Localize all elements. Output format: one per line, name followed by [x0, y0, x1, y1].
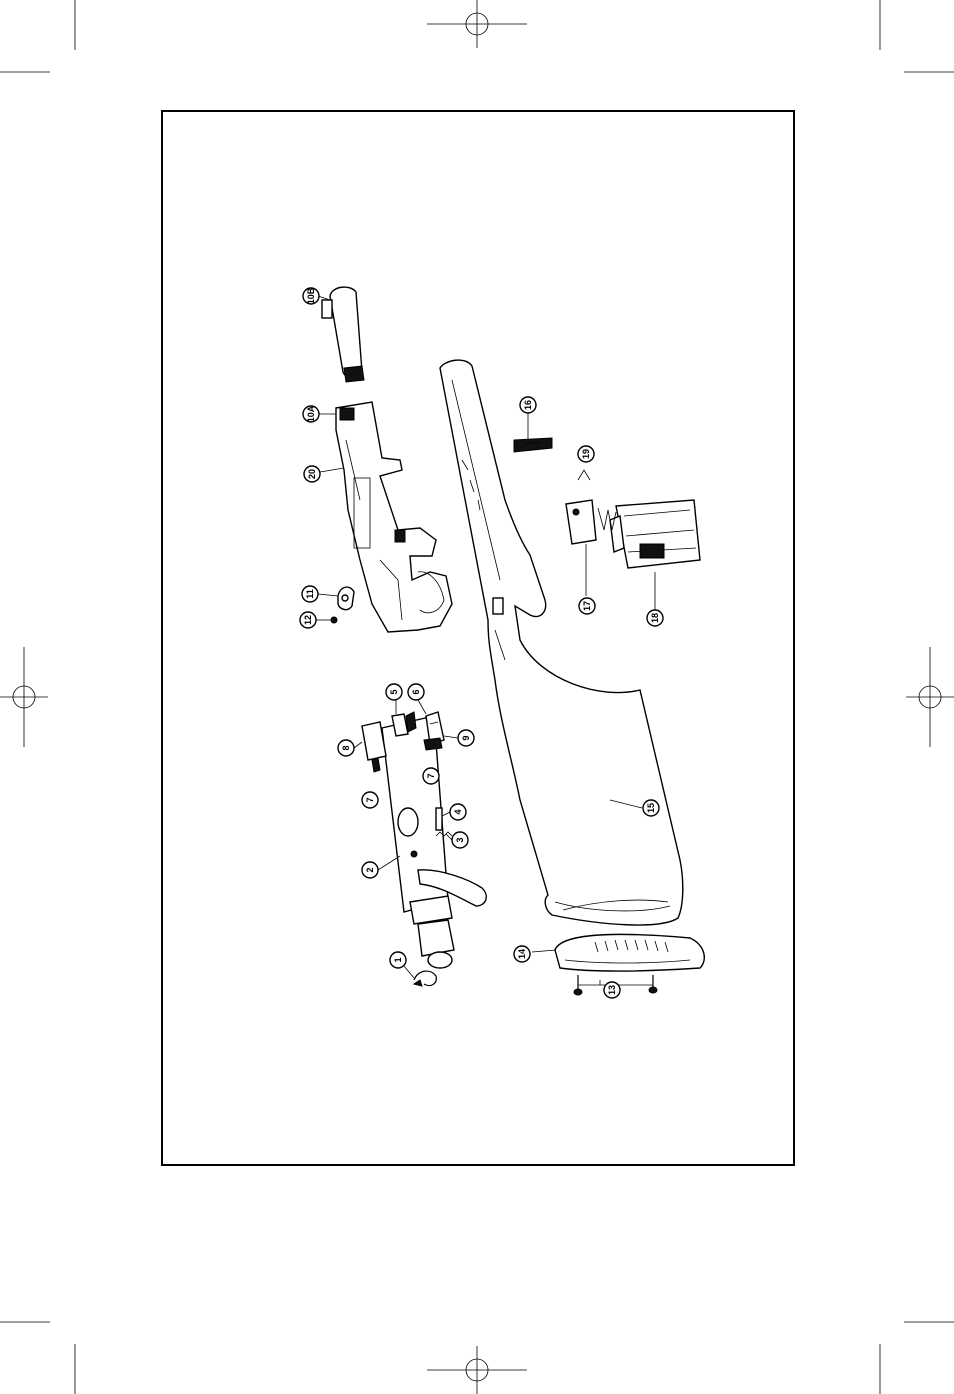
callout-9: 9 — [458, 730, 474, 746]
svg-text:18: 18 — [650, 613, 660, 623]
follower-part — [566, 500, 616, 544]
callout-18: 18 — [647, 610, 663, 626]
svg-text:14: 14 — [517, 949, 527, 959]
registration-mark-right — [906, 647, 954, 747]
svg-text:6: 6 — [411, 689, 421, 694]
svg-text:9: 9 — [461, 735, 471, 740]
callout-10b: 10B — [303, 287, 319, 304]
callout-8: 8 — [338, 740, 354, 756]
svg-text:5: 5 — [389, 689, 399, 694]
callout-2: 2 — [362, 862, 378, 878]
bolt-part — [382, 716, 486, 968]
magazine-part — [610, 500, 700, 568]
registration-mark-top — [427, 0, 527, 48]
callout-11: 11 — [302, 586, 318, 602]
svg-text:7: 7 — [426, 773, 436, 778]
callout-5: 5 — [386, 684, 402, 700]
callout-13: 13 — [604, 982, 620, 998]
callout-1: 1 — [390, 952, 406, 968]
callout-4: 4 — [450, 804, 466, 820]
svg-text:17: 17 — [582, 601, 592, 611]
svg-text:16: 16 — [523, 400, 533, 410]
guard-screw-part — [514, 438, 552, 452]
callout-14: 14 — [514, 946, 530, 962]
svg-text:15: 15 — [646, 803, 656, 813]
bolt-tube-part — [322, 287, 364, 382]
registration-mark-bottom — [427, 1346, 527, 1394]
svg-text:19: 19 — [581, 449, 591, 459]
callout-7-lower: 7 — [362, 792, 378, 808]
pin-part — [436, 808, 442, 830]
stock-part — [440, 360, 683, 925]
callout-17: 17 — [579, 598, 595, 614]
svg-text:1: 1 — [393, 957, 403, 962]
callout-20: 20 — [304, 466, 320, 482]
svg-text:3: 3 — [455, 837, 465, 842]
svg-text:8: 8 — [341, 745, 351, 750]
callout-6: 6 — [408, 684, 424, 700]
svg-text:20: 20 — [307, 469, 317, 479]
registration-mark-left — [0, 647, 48, 747]
trigger-screw — [331, 617, 337, 623]
callout-12: 12 — [300, 612, 316, 628]
svg-text:11: 11 — [305, 589, 315, 599]
svg-text:2: 2 — [365, 867, 375, 872]
svg-text:12: 12 — [303, 615, 313, 625]
svg-text:10B: 10B — [306, 287, 316, 304]
svg-text:4: 4 — [453, 809, 463, 814]
callout-7-upper: 7 — [423, 768, 439, 784]
butt-plate-part — [555, 934, 704, 971]
callout-19: 19 — [578, 446, 594, 462]
callout-10a: 10A — [303, 405, 319, 422]
callout-15: 15 — [643, 800, 659, 816]
svg-text:7: 7 — [365, 797, 375, 802]
svg-text:13: 13 — [607, 985, 617, 995]
callout-16: 16 — [520, 397, 536, 413]
svg-text:10A: 10A — [306, 405, 316, 422]
extractor-part — [414, 971, 436, 986]
callout-3: 3 — [452, 832, 468, 848]
cocking-piece-part — [424, 738, 442, 750]
diagram-frame — [162, 111, 794, 1165]
magazine-spring-part — [578, 470, 590, 480]
trigger-part — [338, 587, 354, 610]
